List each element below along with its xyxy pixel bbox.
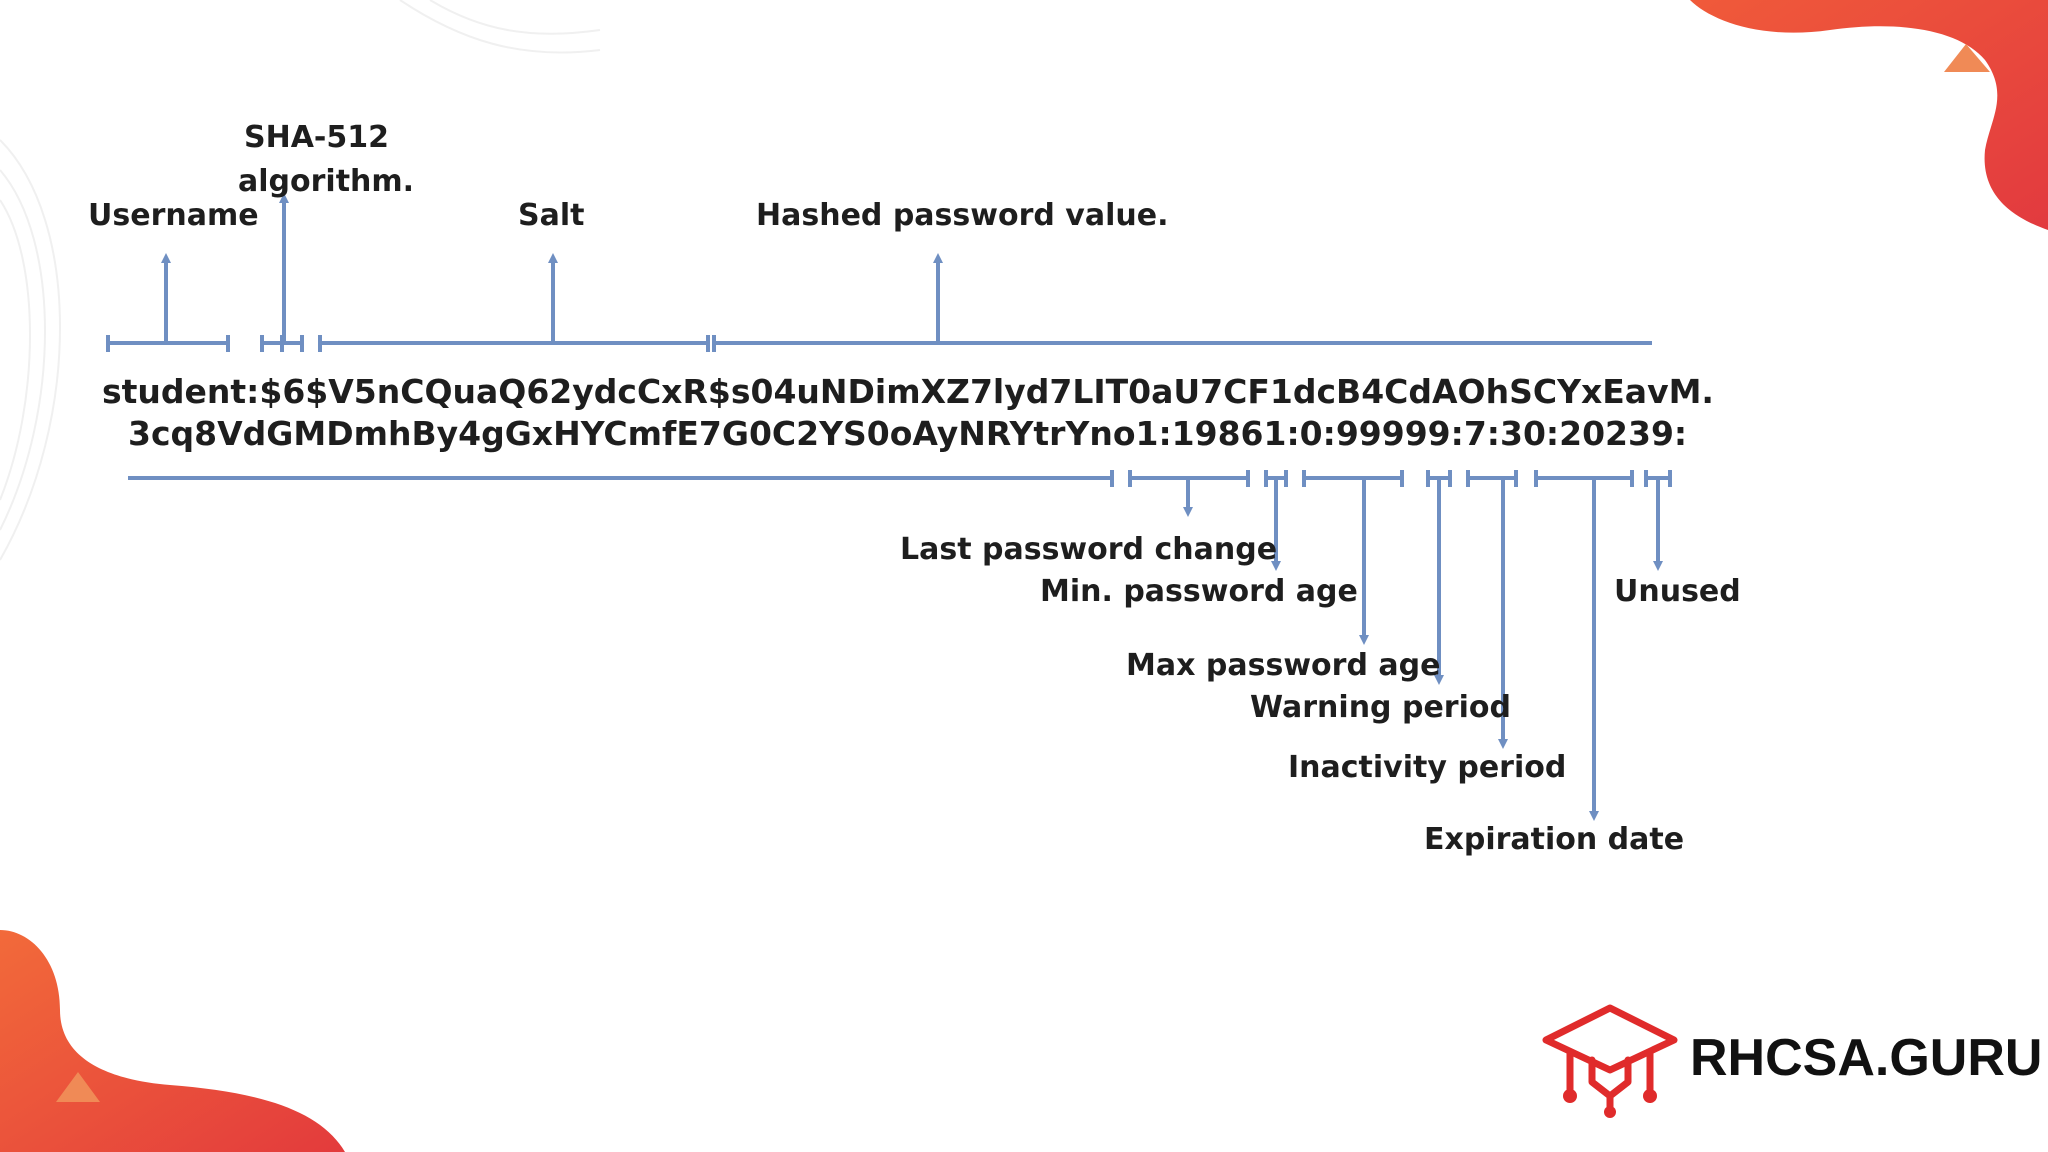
bracket-expiration [1534,470,1634,487]
label-username: Username [88,198,259,233]
bracket-hash-continued [128,470,1114,487]
bracket-hash [712,335,1652,352]
label-salt: Salt [518,198,585,233]
label-max-age: Max password age [1126,648,1441,683]
label-min-age: Min. password age [1040,574,1358,609]
label-unused: Unused [1614,574,1741,609]
shadow-entry-line-2: 3cq8VdGMDmhBy4gGxHYCmfE7G0C2YS0oAyNRYtrY… [128,414,1688,453]
label-algorithm-line2: algorithm. [238,164,415,199]
label-hash: Hashed password value. [756,198,1169,233]
bracket-salt [318,335,710,352]
brand-name: RHCSA.GURU [1690,1029,2043,1087]
bracket-inactivity [1466,470,1518,487]
bracket-max-age [1302,470,1404,487]
bottom-left-triangle [56,1072,100,1102]
label-expiration: Expiration date [1424,822,1685,857]
label-last-change: Last password change [900,532,1278,567]
shadow-entry-line-1: student:$6$V5nCQuaQ62ydcCxR$s04uNDimXZ7l… [102,372,1714,411]
top-right-blob [1690,0,2048,230]
top-right-triangle [1944,44,1990,72]
label-inactivity: Inactivity period [1288,750,1567,785]
label-warning: Warning period [1250,690,1511,725]
label-algorithm-line1: SHA-512 [244,120,390,155]
graduation-cap-circuit-icon [1542,1004,1678,1118]
